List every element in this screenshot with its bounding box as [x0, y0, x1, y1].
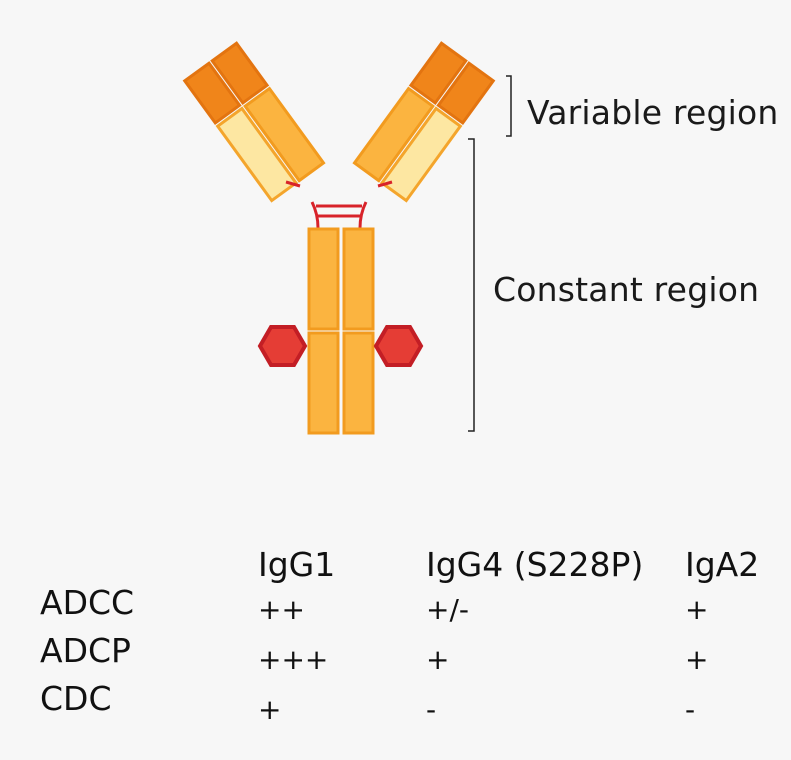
left-constant-heavy: [243, 86, 326, 183]
right-variable-heavy: [436, 61, 496, 126]
cell-cdc-igg4: -: [426, 693, 437, 726]
right-glycan-hexagon: [373, 325, 424, 367]
cell-adcp-igg4: +: [426, 643, 450, 676]
fc-region: [307, 227, 375, 435]
left-light-heavy-bond: [285, 180, 301, 188]
cell-adcc-igg1: ++: [258, 593, 305, 626]
cell-adcc-iga2: +: [685, 593, 709, 626]
fc-left-ch3: [307, 331, 340, 435]
left-variable-heavy: [182, 61, 242, 126]
cell-cdc-igg1: +: [258, 693, 282, 726]
cell-adcc-igg4: +/-: [426, 593, 469, 626]
row-label-adcc: ADCC: [40, 583, 135, 622]
left-constant-light: [215, 106, 299, 203]
right-constant-light: [379, 106, 463, 203]
antibody-diagram: Variable region Constant region: [182, 41, 779, 435]
fc-left-ch2: [307, 227, 340, 331]
column-header-igg1: IgG1: [258, 545, 336, 584]
fc-right-ch3: [342, 331, 375, 435]
constant-region-label: Constant region: [493, 270, 760, 309]
disulfide-bonds: [285, 180, 393, 229]
variable-region-bracket: [506, 75, 512, 137]
left-fab-arm: [182, 41, 326, 203]
row-label-cdc: CDC: [40, 679, 112, 718]
right-fab-arm: [352, 41, 496, 203]
hinge-right-link: [358, 201, 368, 229]
variable-region-label: Variable region: [527, 93, 779, 132]
column-header-iga2: IgA2: [685, 545, 760, 584]
antibody-illustration: [182, 41, 512, 435]
cell-adcp-iga2: +: [685, 643, 709, 676]
column-header-igg4: IgG4 (S228P): [426, 545, 644, 584]
cell-cdc-iga2: -: [685, 693, 696, 726]
cell-adcp-igg1: +++: [258, 643, 329, 676]
right-variable-light: [408, 41, 468, 106]
row-label-adcp: ADCP: [40, 631, 131, 670]
left-variable-light: [210, 41, 270, 106]
constant-region-bracket: [468, 138, 475, 432]
left-glycan-hexagon: [257, 325, 308, 367]
right-light-heavy-bond: [377, 180, 393, 188]
fc-right-ch2: [342, 227, 375, 331]
effector-function-table: IgG1 IgG4 (S228P) IgA2 ADCC ADCP CDC ++ …: [0, 540, 791, 760]
hinge-left-link: [310, 201, 320, 229]
right-constant-heavy: [352, 86, 435, 183]
